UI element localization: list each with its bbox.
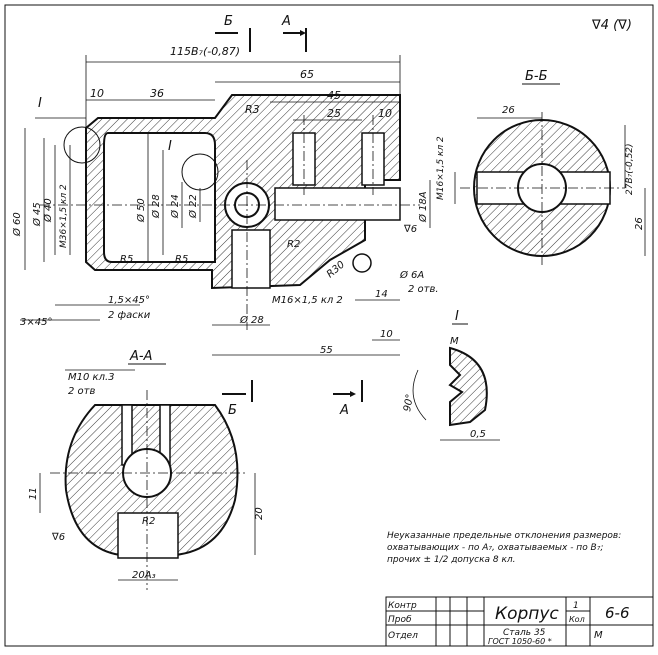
note-line-1: Неуказанные предельные отклонения размер… [387,531,622,541]
svg-text:А-А: А-А [129,349,152,364]
svg-text:25: 25 [327,107,341,120]
section-a-marker-bottom: А [333,380,363,418]
svg-text:R3: R3 [245,103,260,116]
tolerance-note: Неуказанные предельные отклонения размер… [387,530,657,566]
svg-text:Ø 40: Ø 40 [42,198,54,223]
svg-text:115B₇(-0,87): 115B₇(-0,87) [170,45,240,58]
svg-text:I: I [455,309,459,324]
svg-text:14: 14 [375,289,388,300]
svg-text:R5: R5 [175,254,188,265]
svg-text:2 фаски: 2 фаски [108,310,151,321]
svg-text:R2: R2 [287,239,300,250]
svg-text:А: А [339,403,349,418]
svg-text:27B₇(-0,52): 27B₇(-0,52) [625,143,635,195]
svg-text:M16×1,5 кл 2: M16×1,5 кл 2 [272,295,343,306]
svg-text:0,5: 0,5 [470,429,486,440]
svg-text:26: 26 [634,217,645,230]
svg-text:М: М [450,336,459,347]
svg-text:∇6: ∇6 [403,224,417,235]
main-view-dimensions: 115B₇(-0,87) 65 45 25 10 10 36 R3 Ø 60 Ø… [11,45,439,356]
svg-text:I: I [168,139,172,154]
svg-text:M36×1,5 кл 2: M36×1,5 кл 2 [59,184,69,248]
detail-view: I М 90° 0,5 [402,309,500,441]
section-a-marker-top: А [281,14,307,52]
svg-text:Ø 45: Ø 45 [31,202,43,227]
svg-text:90°: 90° [402,393,416,412]
section-bb-view: Б-Б 26 26 M16×1,5 кл 2 27B₇(-0,52) [436,69,646,265]
svg-text:Ø 50: Ø 50 [135,198,147,223]
svg-text:M16×1,5 кл 2: M16×1,5 кл 2 [436,136,446,200]
svg-text:А: А [281,14,291,29]
svg-text:Ø 22: Ø 22 [187,194,199,219]
svg-text:I: I [38,96,42,111]
svg-text:Ø 28: Ø 28 [150,194,162,219]
svg-text:Ø 60: Ø 60 [11,212,23,237]
svg-text:45: 45 [327,89,341,102]
note-line-2: охватывающих - по А₇, охватываемых - по … [387,543,604,553]
svg-text:Корпус: Корпус [495,604,559,624]
svg-text:2 отв: 2 отв [68,386,95,397]
svg-text:11: 11 [28,487,39,500]
svg-text:36: 36 [150,87,164,100]
svg-text:Отдел: Отдел [388,631,418,641]
svg-text:10: 10 [380,329,393,340]
svg-text:Б: Б [228,403,237,418]
svg-text:ГОСТ 1050-60 *: ГОСТ 1050-60 * [488,637,552,646]
svg-text:Проб: Проб [388,615,412,625]
svg-text:Кол: Кол [569,615,585,624]
svg-text:1,5×45°: 1,5×45° [108,295,150,306]
svg-text:10: 10 [378,107,392,120]
svg-text:Б: Б [224,14,233,29]
main-view [40,94,420,330]
svg-text:∇6: ∇6 [51,532,65,543]
svg-text:Контр: Контр [388,601,417,611]
svg-text:55: 55 [320,345,333,356]
svg-text:М: М [594,630,603,641]
svg-text:R2: R2 [142,516,155,527]
svg-text:Ø 18A: Ø 18A [417,191,429,223]
svg-text:Ø 6A: Ø 6A [399,269,424,281]
svg-text:Ø 28: Ø 28 [239,314,264,326]
svg-text:2 отв.: 2 отв. [408,284,439,295]
svg-text:6-6: 6-6 [605,604,630,622]
svg-text:Сталь 35: Сталь 35 [503,628,546,638]
svg-text:R5: R5 [120,254,133,265]
svg-text:3×45°: 3×45° [20,317,52,328]
svg-text:65: 65 [300,68,314,81]
svg-text:20: 20 [254,507,265,520]
section-b-marker-top: Б [215,14,251,52]
svg-text:Б-Б: Б-Б [525,69,548,84]
sheet-frame [4,4,654,647]
svg-text:M10 кл.3: M10 кл.3 [68,372,115,383]
title-block: Контр Проб Отдел Корпус 1 Кол 6-6 Сталь … [385,596,654,647]
svg-text:20A₃: 20A₃ [132,570,156,581]
svg-text:10: 10 [90,87,104,100]
svg-text:1: 1 [573,601,579,611]
svg-text:26: 26 [502,105,515,116]
roughness-symbol: ∇4 (∇) [591,18,632,33]
section-aa-view: А-А M10 кл.3 2 отв 11 20 R2 ∇6 20A₃ [28,349,265,590]
svg-text:Ø 24: Ø 24 [169,194,181,219]
note-line-3: прочих ± 1/2 допуска 8 кл. [387,555,516,565]
section-b-marker-bottom: Б [222,380,253,418]
